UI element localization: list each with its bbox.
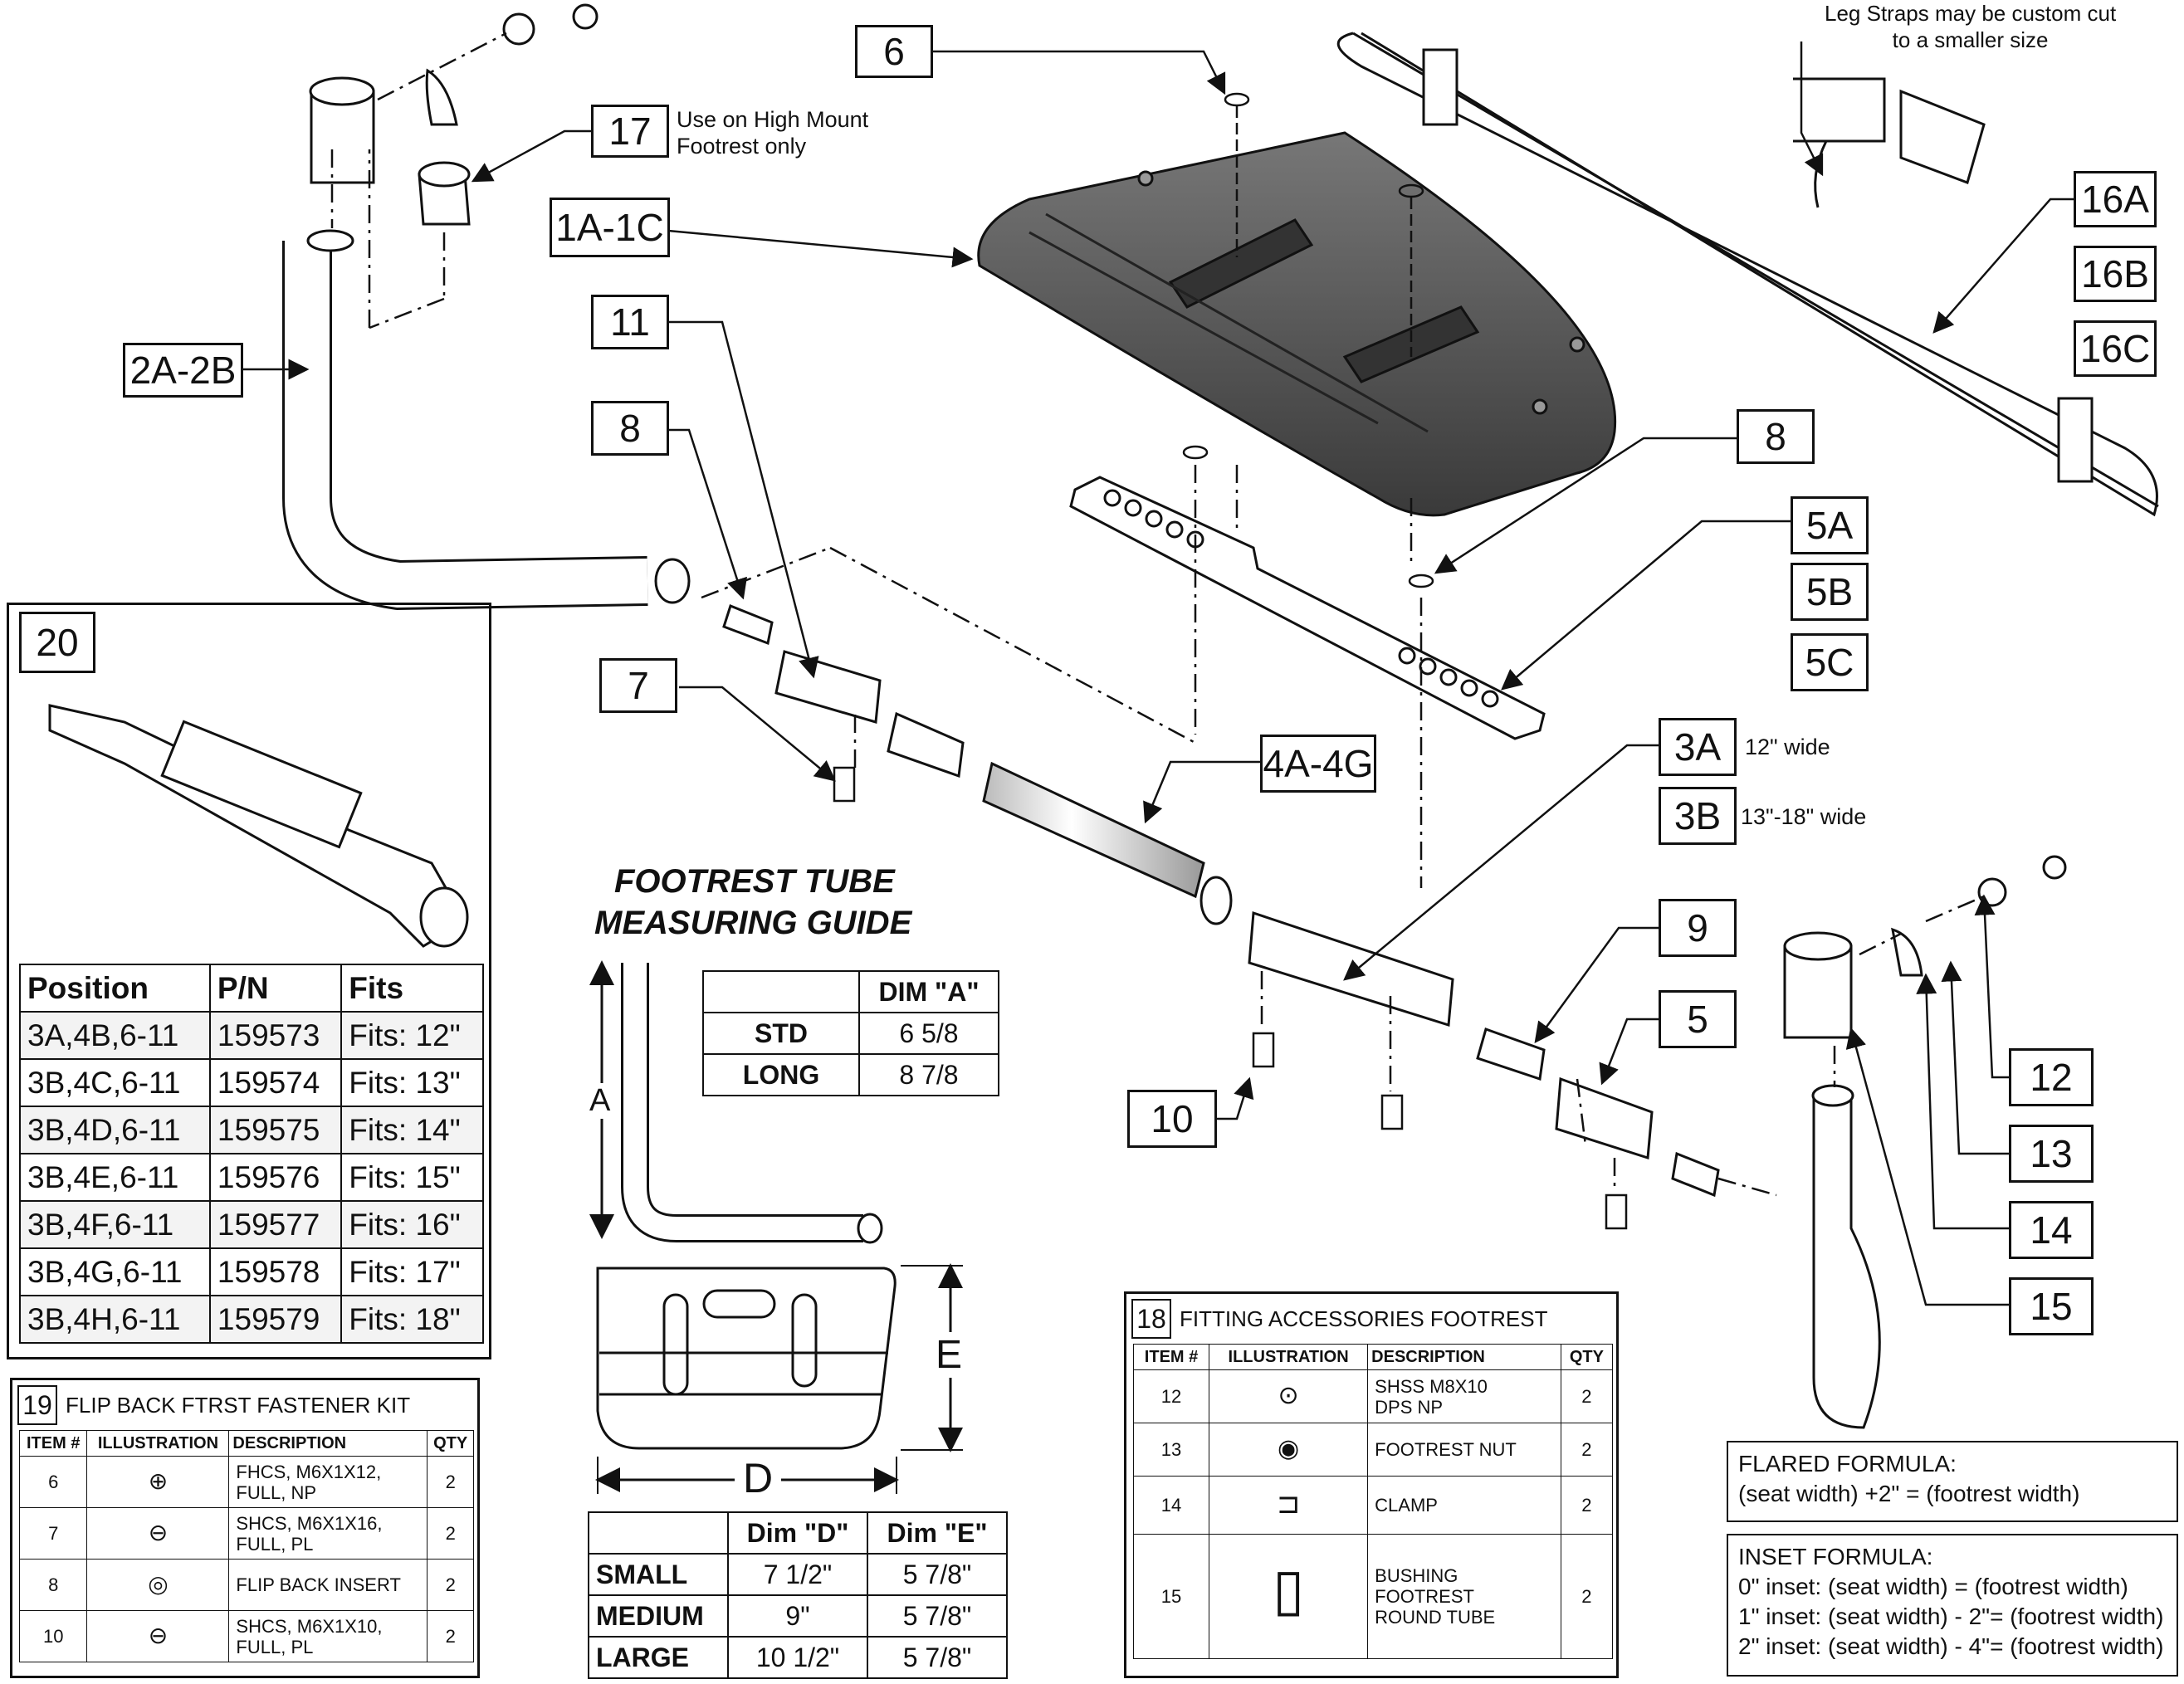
- set-screw-icon: ⊙: [1278, 1382, 1299, 1409]
- callout-16a: 16A: [2074, 171, 2157, 227]
- panel-20-number: 20: [19, 612, 95, 673]
- kit-19-panel: 19 FLIP BACK FTRST FASTENER KIT ITEM #IL…: [10, 1378, 480, 1678]
- footplate: [977, 131, 1617, 517]
- callout-15: 15: [2009, 1277, 2094, 1335]
- flared-formula: FLARED FORMULA: (seat width) +2" = (foot…: [1727, 1441, 2178, 1522]
- panel20-illustration: [48, 704, 469, 948]
- callout-1a-1c: 1A-1C: [550, 198, 670, 257]
- callout-7: 7: [599, 658, 677, 713]
- kit-19-title: FLIP BACK FTRST FASTENER KIT: [66, 1392, 411, 1418]
- mounting-bar: [1069, 476, 1546, 740]
- clamp-icon: ⊐: [1276, 1487, 1301, 1520]
- screw-fhcs-icon: ⊕: [148, 1468, 169, 1494]
- callout-16c: 16C: [2074, 320, 2157, 377]
- callout-8-left: 8: [591, 401, 669, 456]
- guide-title-line2: MEASURING GUIDE: [594, 905, 912, 941]
- dim-d-label: D: [735, 1454, 782, 1502]
- callout-10: 10: [1127, 1090, 1217, 1148]
- kit-18-number: 18: [1131, 1299, 1171, 1339]
- callout-16b: 16B: [2074, 246, 2157, 302]
- width-3b-note: 13"-18" wide: [1741, 804, 1867, 829]
- bushing-icon: ▯: [1272, 1557, 1305, 1622]
- plate-screws: [1182, 92, 1434, 588]
- callout-11: 11: [591, 295, 669, 349]
- flip-insert-icon: ◎: [148, 1571, 169, 1597]
- kit-18-title: FITTING ACCESSORIES FOOTREST: [1180, 1306, 1548, 1331]
- inset-formula: INSET FORMULA: 0" inset: (seat width) = …: [1727, 1534, 2178, 1677]
- cross-tube: [722, 604, 1720, 1198]
- callout-6: 6: [855, 25, 933, 78]
- callout-3a: 3A: [1659, 718, 1737, 776]
- screw-shcs-icon: ⊖: [148, 1623, 169, 1648]
- screw-shcs-icon: ⊖: [148, 1520, 169, 1545]
- callout-5b: 5B: [1791, 563, 1869, 621]
- right-footrest-tube: [1783, 855, 2067, 1429]
- footrest-nut-icon: ◉: [1278, 1435, 1300, 1462]
- kit-18-panel: 18 FITTING ACCESSORIES FOOTREST ITEM #IL…: [1124, 1291, 1619, 1678]
- leg-straps-note: Leg Straps may be custom cut to a smalle…: [1825, 1, 2117, 52]
- kit-19-number: 19: [17, 1385, 57, 1425]
- width-3a-note: 12" wide: [1745, 735, 1830, 759]
- left-footrest-tube: [282, 229, 691, 611]
- callout-8-right: 8: [1737, 409, 1815, 464]
- left-bushing: [309, 3, 599, 226]
- callout-5: 5: [1659, 990, 1737, 1048]
- callout-13: 13: [2009, 1125, 2094, 1183]
- callout-17: 17: [591, 105, 669, 158]
- callout-3b: 3B: [1659, 787, 1737, 845]
- lower-screws: [833, 766, 1628, 1230]
- callout-14: 14: [2009, 1201, 2094, 1259]
- callout-12: 12: [2009, 1048, 2094, 1106]
- callout-5a: 5A: [1791, 496, 1869, 554]
- leg-strap: [1336, 32, 2159, 517]
- dim-a-label: A: [589, 1083, 611, 1119]
- plate-guide-drawing: [595, 1263, 963, 1494]
- dim-e-label: E: [936, 1332, 963, 1378]
- callout-5c: 5C: [1791, 633, 1869, 691]
- guide-title-line1: FOOTREST TUBE: [614, 863, 895, 900]
- high-mount-note: Use on High Mount Footrest only: [677, 107, 869, 159]
- callout-9: 9: [1659, 899, 1737, 957]
- callout-2a-2b: 2A-2B: [123, 343, 243, 398]
- callout-4a-4g: 4A-4G: [1260, 735, 1376, 793]
